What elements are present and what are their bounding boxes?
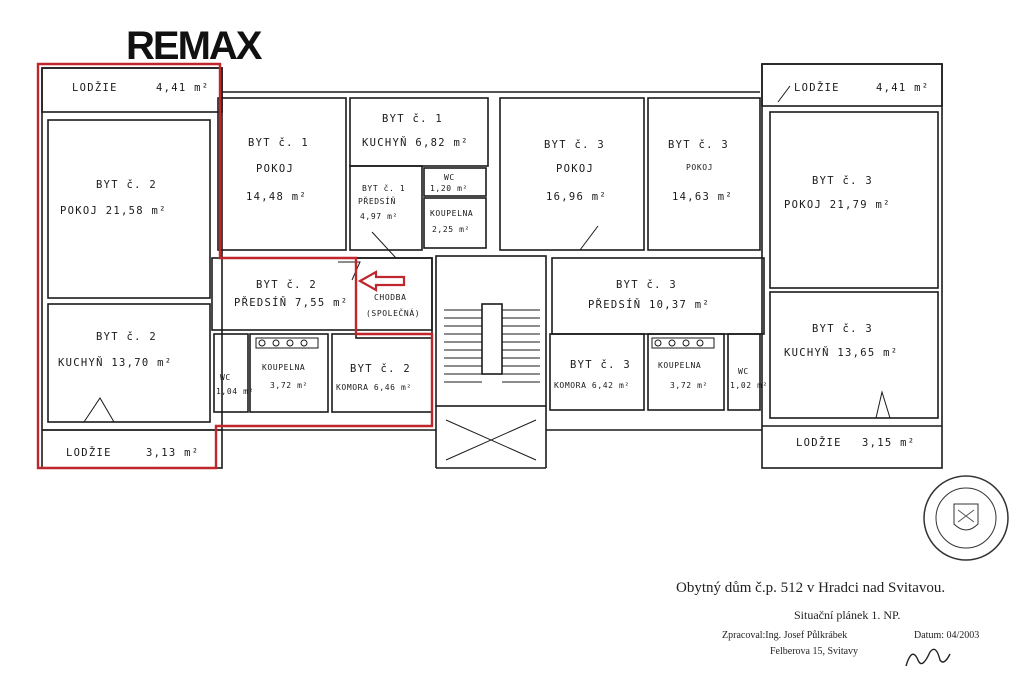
byt2-predsin-unit: BYT č. 2 (256, 279, 317, 291)
byt1-pokoj-unit: BYT č. 1 (248, 137, 309, 149)
author-line: Zpracoval:Ing. Josef Půlkrábek (722, 630, 848, 641)
date-line: Datum: 04/2003 (914, 630, 980, 641)
byt1-wc-name: WC (444, 173, 455, 182)
lodzie-top-left-label: LODŽIE (72, 81, 118, 94)
byt2-koupelna-name: KOUPELNA (262, 363, 305, 372)
plan-title: Obytný dům č.p. 512 v Hradci nad Svitavo… (676, 580, 946, 596)
byt1-predsin-unit: BYT č. 1 (362, 183, 405, 193)
engineer-stamp (923, 475, 1009, 561)
lodzie-top-left-area: 4,41 m² (156, 82, 209, 94)
room-labels: LODŽIE 4,41 m² LODŽIE 4,41 m² LODŽIE 3,1… (58, 81, 929, 459)
byt3-pokoj-b-area: 14,63 m² (672, 191, 733, 203)
byt3-koupelna-area: 3,72 m² (670, 381, 708, 390)
byt1-pokoj-area: 14,48 m² (246, 191, 307, 203)
byt1-predsin-name: PŘEDSÍŇ (358, 195, 396, 206)
byt3-pokoj-c-unit: BYT č. 3 (812, 175, 873, 187)
byt1-koupelna-area: 2,25 m² (432, 225, 470, 234)
lodzie-bottom-right-label: LODŽIE (796, 436, 842, 449)
byt3-predsin-label: PŘEDSÍŇ 10,37 m² (588, 298, 710, 311)
stair-treads (444, 309, 540, 461)
byt1-kuchyn-unit: BYT č. 1 (382, 113, 443, 125)
fixtures (255, 337, 715, 349)
chodba-note: (SPOLEČNÁ) (366, 307, 420, 318)
byt3-pokoj-a-area: 16,96 m² (546, 191, 607, 203)
address-line: Felberova 15, Svitavy (770, 646, 859, 657)
byt2-pokoj-unit: BYT č. 2 (96, 179, 157, 191)
byt1-kuchyn-label: KUCHYŇ 6,82 m² (362, 136, 469, 149)
signature (905, 648, 951, 667)
byt2-komora-unit: BYT č. 2 (350, 363, 411, 375)
byt3-pokoj-b-name: POKOJ (686, 163, 713, 172)
byt3-pokoj-a-name: POKOJ (556, 163, 594, 175)
byt2-pokoj-label: POKOJ 21,58 m² (60, 205, 167, 217)
byt3-kuchyn-unit: BYT č. 3 (812, 323, 873, 335)
byt3-pokoj-b-unit: BYT č. 3 (668, 139, 729, 151)
byt3-komora-label: KOMORA 6,42 m² (554, 381, 630, 390)
byt3-pokoj-c-label: POKOJ 21,79 m² (784, 199, 891, 211)
lodzie-top-right-area: 4,41 m² (876, 82, 929, 94)
walls (41, 63, 943, 469)
byt3-wc-name: WC (738, 367, 749, 376)
door-swings (83, 85, 891, 423)
byt3-koupelna-name: KOUPELNA (658, 361, 701, 370)
byt2-wc-area: 1,04 m² (216, 387, 254, 396)
lodzie-bottom-left-label: LODŽIE (66, 446, 112, 459)
byt3-komora-unit: BYT č. 3 (570, 359, 631, 371)
byt1-predsin-area: 4,97 m² (360, 212, 398, 221)
entrance-arrow-icon (357, 270, 406, 292)
byt1-koupelna-name: KOUPELNA (430, 209, 473, 218)
byt3-wc-area: 1,02 m² (730, 381, 768, 390)
lodzie-bottom-right-area: 3,15 m² (862, 437, 915, 449)
byt2-predsin-label: PŘEDSÍŇ 7,55 m² (234, 296, 348, 309)
byt2-kuchyn-label: KUCHYŇ 13,70 m² (58, 356, 172, 369)
plan-subtitle: Situační plánek 1. NP. (794, 608, 901, 622)
lodzie-top-right-label: LODŽIE (794, 81, 840, 94)
byt2-highlight-outline (36, 62, 434, 470)
remax-logo: REMAX (126, 24, 262, 68)
byt3-pokoj-a-unit: BYT č. 3 (544, 139, 605, 151)
lodzie-bottom-left-area: 3,13 m² (146, 447, 199, 459)
byt1-wc-area: 1,20 m² (430, 184, 468, 193)
byt2-kuchyn-unit: BYT č. 2 (96, 331, 157, 343)
byt2-wc-name: WC (220, 373, 231, 382)
byt2-koupelna-area: 3,72 m² (270, 381, 308, 390)
byt3-predsin-unit: BYT č. 3 (616, 279, 677, 291)
byt1-pokoj-name: POKOJ (256, 163, 294, 175)
chodba-label: CHODBA (374, 293, 407, 302)
byt3-kuchyn-label: KUCHYŇ 13,65 m² (784, 346, 898, 359)
byt2-komora-label: KOMORA 6,46 m² (336, 383, 412, 392)
